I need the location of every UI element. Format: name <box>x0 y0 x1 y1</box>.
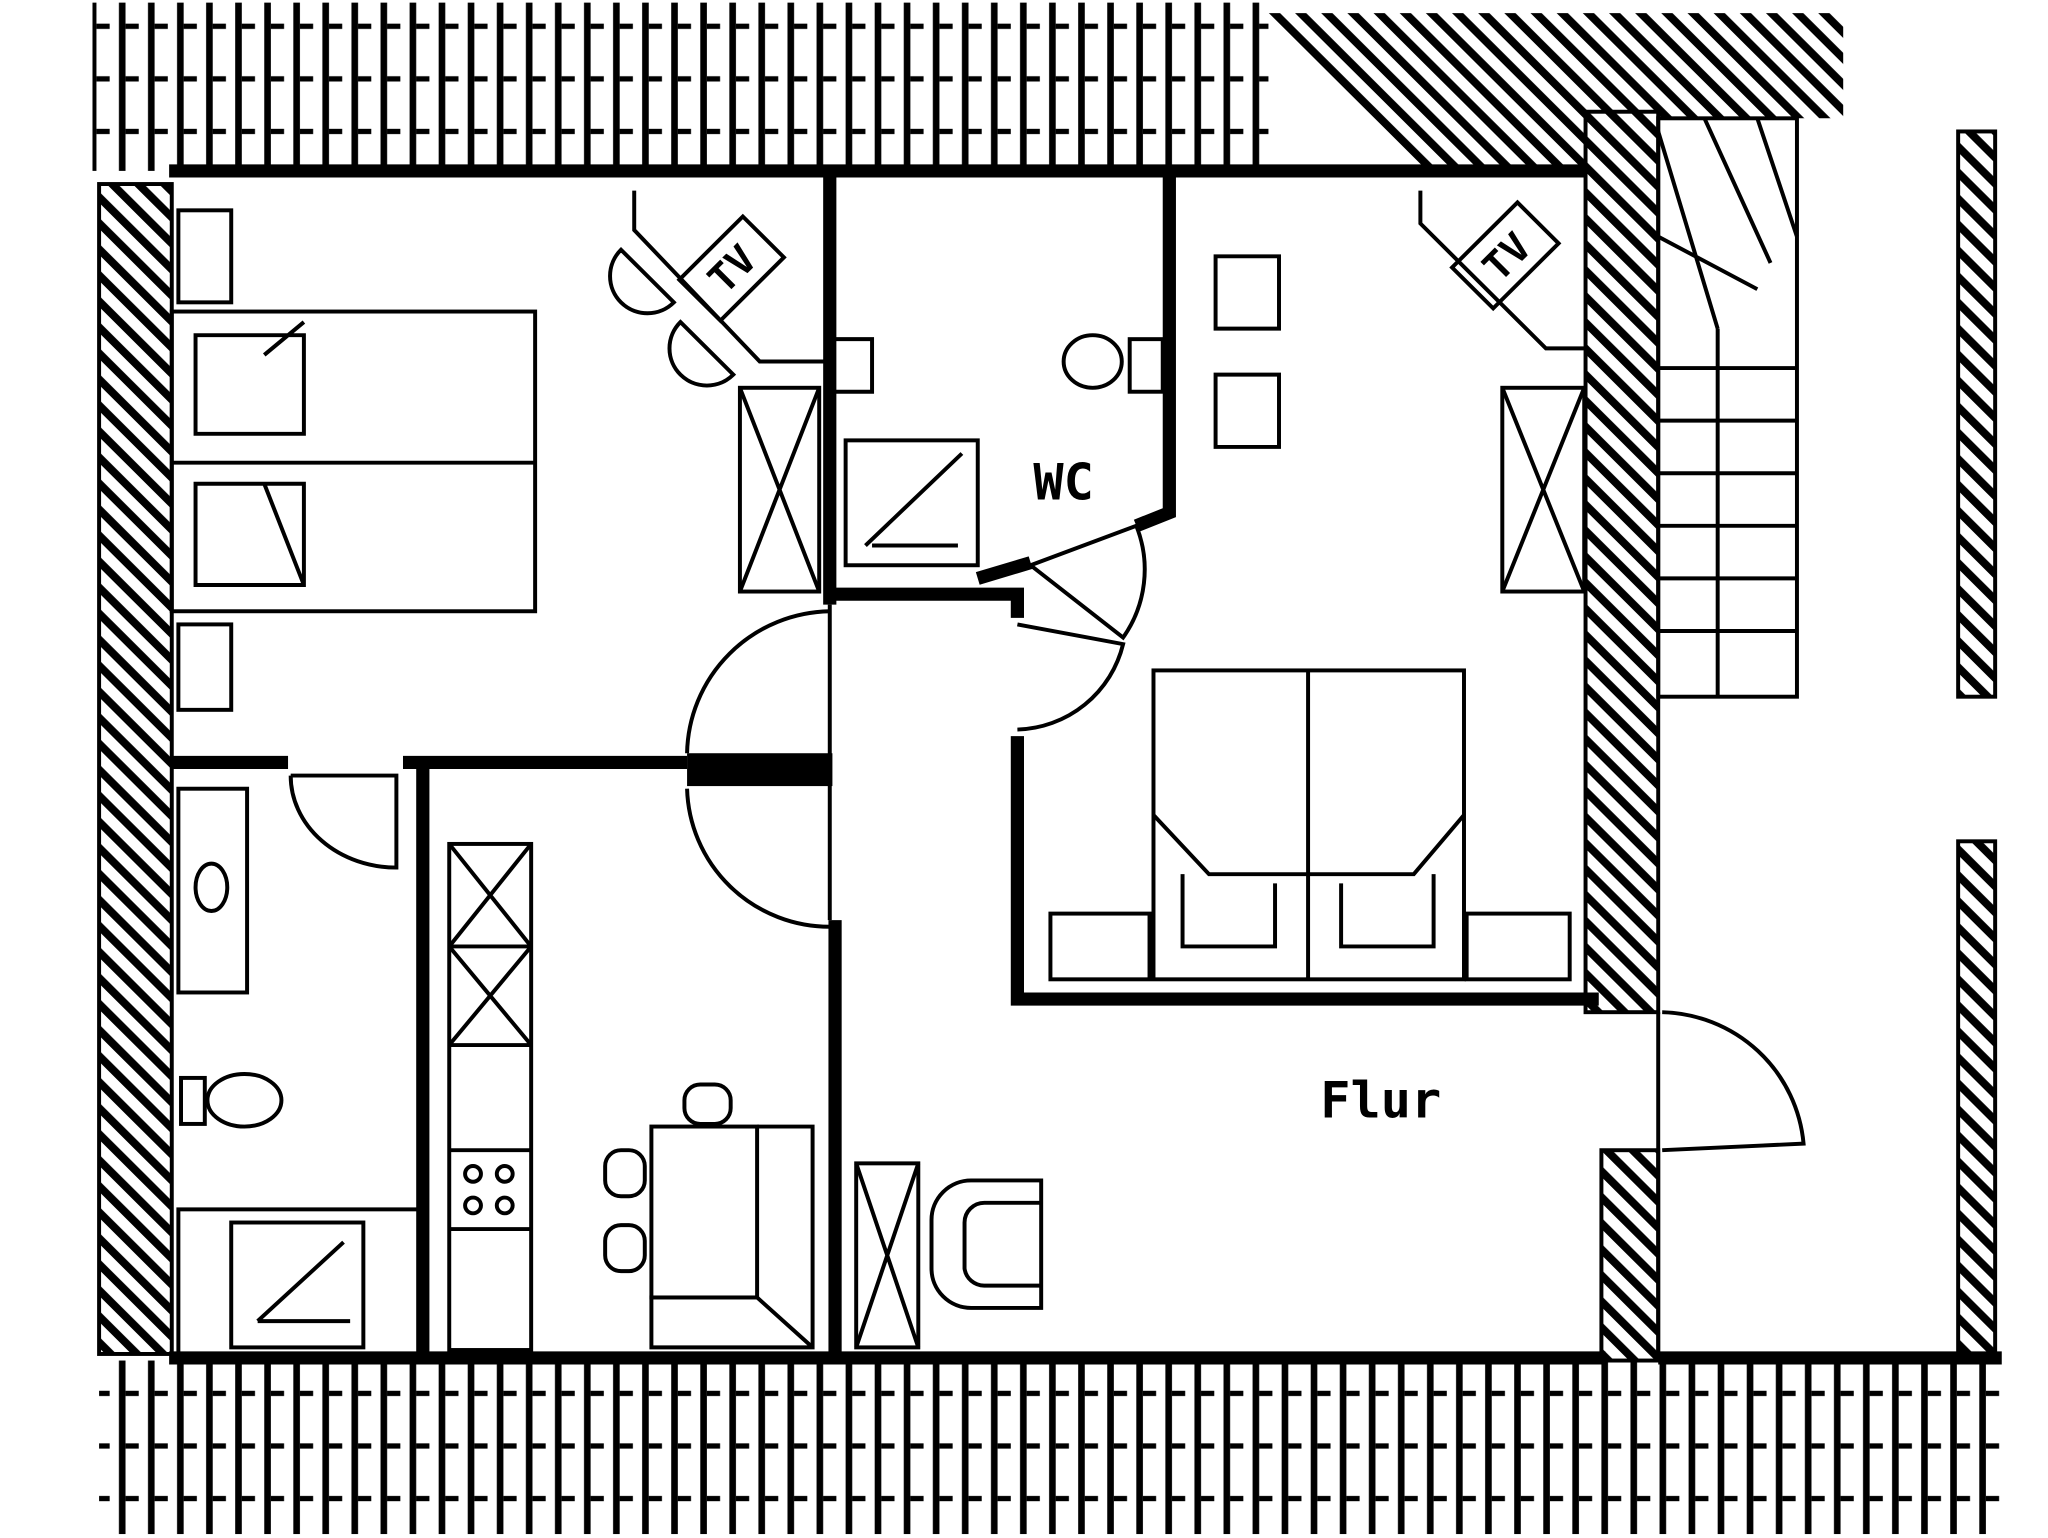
roof-top-right-hatch <box>1268 13 1844 171</box>
door-bedroom2[interactable] <box>1017 622 1126 732</box>
chair <box>1213 254 1281 449</box>
staircase <box>1656 116 1799 699</box>
chair <box>608 246 737 388</box>
chair <box>682 1082 733 1126</box>
stove <box>463 1164 515 1216</box>
toilet <box>1061 333 1124 390</box>
chair <box>603 1223 647 1274</box>
chair <box>603 1148 647 1199</box>
vanity <box>176 786 250 995</box>
roof-bottom <box>99 1360 2002 1535</box>
sink <box>193 861 230 913</box>
wall-right-lower <box>1599 1148 1661 1363</box>
wall-bedroom2 <box>1010 736 1599 1006</box>
tv-unit-left: TV <box>676 213 787 324</box>
door-entrance[interactable] <box>1662 1010 1806 1153</box>
wc-label: WC <box>1033 454 1093 512</box>
bed-left <box>169 309 538 614</box>
nightstand <box>176 208 234 305</box>
nightstand <box>176 622 234 712</box>
bed-right <box>1151 668 1466 982</box>
armchair <box>929 1178 1044 1310</box>
toilet <box>205 1071 284 1129</box>
hallway-label: Flur <box>1320 1071 1441 1129</box>
door-kitchen[interactable] <box>685 788 830 929</box>
door-wc[interactable] <box>1026 523 1147 641</box>
wall-block <box>687 753 833 787</box>
wardrobe <box>854 1161 921 1350</box>
shower <box>176 1207 425 1356</box>
wall-far-right-upper <box>1956 129 1998 699</box>
door-bedroom1[interactable] <box>685 609 830 754</box>
dining-table <box>649 1124 815 1350</box>
kitchen-counter <box>447 841 534 1352</box>
wall-far-right-lower <box>1956 839 1998 1363</box>
tv-label: TV <box>699 237 765 303</box>
sink <box>835 337 875 394</box>
tv-unit-right: TV <box>1449 199 1562 312</box>
wall-left <box>97 182 174 1356</box>
wall-wc-right <box>1133 177 1176 532</box>
door-bath[interactable] <box>288 773 399 870</box>
wardrobe <box>737 385 822 594</box>
wall-wc-bottom <box>835 556 1033 618</box>
roof-top <box>92 2 1269 171</box>
wardrobe <box>1500 385 1587 594</box>
shower <box>843 438 980 568</box>
wall-right-upper <box>1583 109 1661 1015</box>
